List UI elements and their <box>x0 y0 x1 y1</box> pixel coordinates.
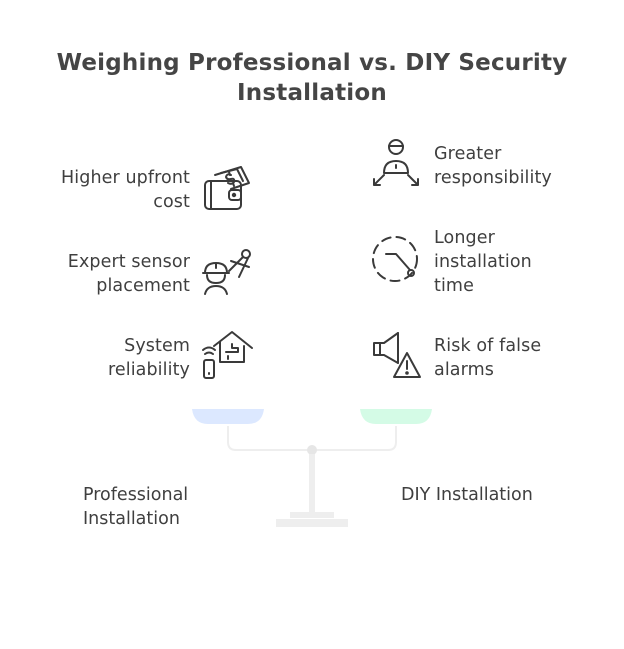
item-system-reliability: System reliability <box>107 336 190 380</box>
item-higher-upfront-cost: Higher upfront cost <box>61 168 190 212</box>
alarm-warning-icon <box>370 329 424 383</box>
diy-installation-label: DIY Installation <box>401 485 533 505</box>
person-arrows-icon <box>370 137 422 189</box>
scale-pole <box>309 454 315 514</box>
worker-compass-icon <box>199 245 255 297</box>
item-expert-sensor-placement: Expert sensor placement <box>67 252 190 296</box>
diagram-title: Weighing Professional vs. DIY Security I… <box>0 48 624 108</box>
item-longer-installation-time: Longer installation time <box>434 228 532 296</box>
scale-pivot <box>307 445 317 455</box>
right-pan <box>360 409 432 424</box>
balance-scale <box>192 409 432 527</box>
item-greater-responsibility: Greater responsibility <box>434 144 552 188</box>
title-line-1: Weighing Professional vs. DIY Security <box>56 50 568 76</box>
professional-installation-label: Professional Installation <box>83 485 189 529</box>
scale-base <box>276 519 348 527</box>
item-risk-of-false-alarms: Risk of false alarms <box>434 336 542 380</box>
dashed-timer-icon <box>370 234 422 286</box>
title-line-2: Installation <box>237 80 387 106</box>
scale-base-top <box>290 512 334 518</box>
smart-home-icon <box>200 328 256 382</box>
left-pan <box>192 409 264 424</box>
wallet-money-icon <box>201 163 253 213</box>
